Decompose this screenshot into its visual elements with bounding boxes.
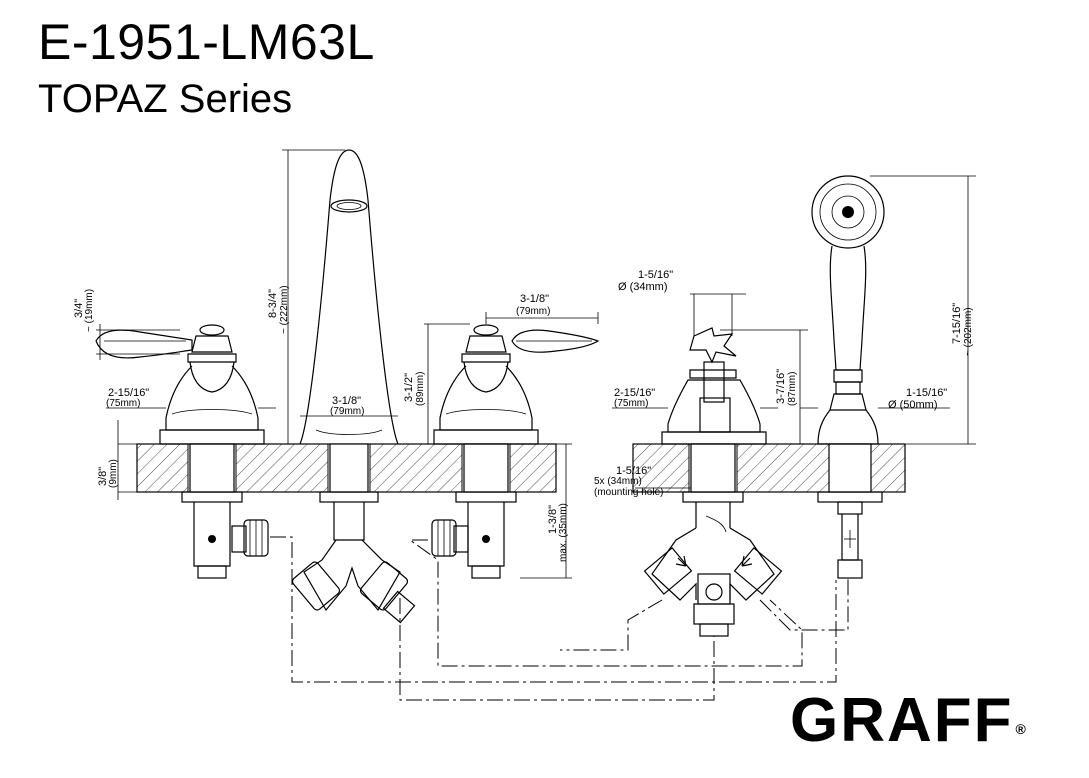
diverter-height-mm: (87mm) (787, 372, 798, 406)
valve-height-mm: (89mm) (415, 372, 426, 406)
left-valve (95, 324, 269, 579)
max-deck-mm: max. (35mm) (558, 503, 569, 562)
right-valve (431, 324, 600, 579)
spout-height-in: 8-3/4" (267, 289, 279, 318)
spout (290, 149, 416, 624)
diverter-base-in: 2-15/16" (614, 387, 655, 399)
deck-thickness-in: 3/8" (97, 467, 109, 486)
valve-base-mm: (75mm) (106, 398, 140, 409)
deck-section-right (632, 443, 906, 493)
diverter (643, 327, 783, 637)
mounting-hole-mm: 5x (34mm) (594, 476, 642, 487)
hose-routing (270, 536, 849, 701)
deck-thickness-mm: (9mm) (108, 459, 119, 488)
handshower (811, 175, 885, 579)
diverter-dia-mm: Ø (34mm) (618, 281, 668, 293)
handle-reach-in: 3-1/8" (520, 293, 549, 305)
handshower-base-in: 1-15/16" (906, 387, 947, 399)
handshower-height-in: 7-15/16" (951, 303, 963, 344)
dimension-labels: 3/4" ~ (19mm) 8-3/4" ~ (222mm) 3-1/2" (8… (73, 269, 974, 562)
logo-text: GRAFF (790, 686, 1014, 755)
mounting-hole-in: 1-5/16" (616, 465, 651, 477)
graff-logo: GRAFF® (790, 690, 1028, 752)
deck-section-left (118, 443, 557, 493)
spout-base-in: 3-1/8" (332, 395, 361, 407)
valve-height-in: 3-1/2" (403, 373, 415, 402)
max-deck-in: 1-3/8" (547, 505, 559, 534)
registered-mark: ® (1015, 721, 1028, 737)
handle-height-in: 3/4" (73, 299, 85, 318)
handshower-base-mm: Ø (50mm) (888, 399, 938, 411)
diverter-base-mm: (75mm) (614, 398, 648, 409)
diverter-dia-in: 1-5/16" (638, 269, 673, 281)
spout-height-mm: ~ (222mm) (279, 285, 290, 334)
dimension-lines (96, 149, 976, 579)
handle-reach-mm: (79mm) (516, 306, 550, 317)
diverter-height-in: 3-7/16" (775, 369, 787, 404)
handle-height-mm: ~ (19mm) (84, 289, 95, 332)
model-number: E-1951-LM63L (38, 14, 375, 70)
spout-base-mm: (79mm) (330, 406, 364, 417)
series-name: TOPAZ Series (38, 77, 293, 121)
handshower-height-mm: ~ (202mm) (963, 307, 974, 356)
valve-base-in: 2-15/16" (108, 387, 149, 399)
mounting-hole-note: (mounting hole) (594, 487, 663, 498)
